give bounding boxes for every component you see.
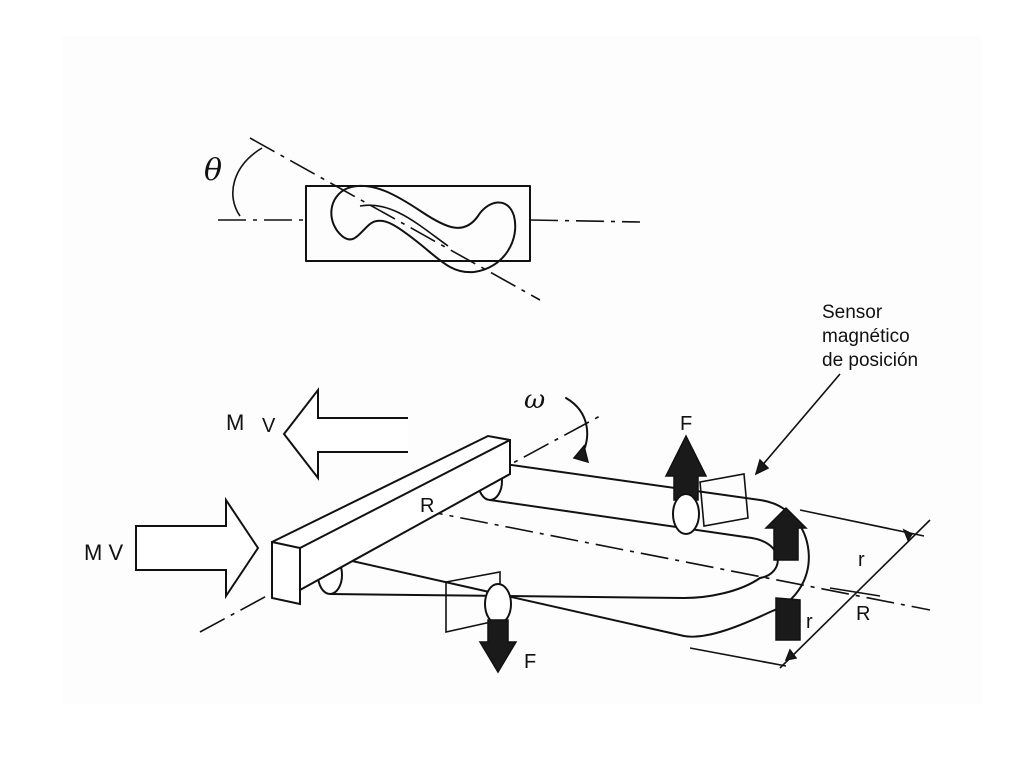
sensor-leader-line <box>759 373 841 469</box>
u-tube-upper-leg-inner <box>489 499 779 579</box>
force-top-label: F <box>680 413 692 435</box>
sensor-plate <box>699 473 749 527</box>
theta-label: θ <box>204 153 222 188</box>
force-up-tube-section <box>672 493 700 535</box>
radius-center-label: R <box>420 495 434 517</box>
sensor-label-line2: magnético <box>822 326 910 347</box>
force-down-tube-section <box>484 583 512 625</box>
omega-label: ω <box>524 385 545 415</box>
u-tube-lower-leg-inner <box>329 577 761 599</box>
dim-tick-middle <box>829 587 881 597</box>
sensor-label-line1: Sensor <box>822 302 883 323</box>
tube-frame-rect <box>305 185 531 262</box>
force-bottom-label: F <box>524 651 536 673</box>
omega-arrowhead <box>572 444 590 464</box>
rotation-axis-line <box>199 415 601 633</box>
twist-angle-inset: θ <box>204 137 641 301</box>
bend-up-arrow <box>764 506 808 641</box>
mass-flow-in-arrow: M V <box>84 496 260 600</box>
mass-flow-out-arrow: M V <box>226 387 408 481</box>
diagram-panel <box>62 36 982 704</box>
twisted-tube-outline <box>330 184 517 274</box>
radius-right-label: R <box>856 603 870 625</box>
force-up-arrow-shape <box>664 434 708 501</box>
mv-left-label: M V <box>84 540 123 565</box>
r-lower-label: r <box>806 611 813 633</box>
dimension-lines: r r R <box>689 509 931 669</box>
sensor-callout: Sensor magnético de posición <box>754 302 918 476</box>
mounting-flange <box>271 434 511 606</box>
bend-up-arrow-shape <box>764 506 808 561</box>
u-tube-center-axis <box>369 499 931 611</box>
dim-tick-top <box>799 509 925 537</box>
u-tube-assembly <box>199 415 931 638</box>
dim-arrow-bottom <box>784 648 798 662</box>
force-up-arrow: F <box>664 413 708 535</box>
angular-velocity-indicator: ω <box>524 385 590 464</box>
sensor-label-line3: de posición <box>822 350 918 371</box>
mass-flow-out-arrow-shape <box>282 387 408 481</box>
dim-arrow-top <box>902 528 914 542</box>
bend-down-stem <box>775 597 801 641</box>
dim-tick-bottom <box>689 647 787 667</box>
mv-top-v-label: V <box>262 415 276 437</box>
dim-line-main <box>779 519 931 669</box>
mass-flow-in-arrow-shape <box>135 496 260 600</box>
r-upper-label: r <box>858 549 865 571</box>
horizontal-axis-right <box>529 219 641 223</box>
twisted-tube-inner <box>359 204 449 247</box>
mv-top-m-label: M <box>226 410 244 435</box>
tilted-axis <box>249 137 541 301</box>
force-down-arrow: F <box>478 583 536 674</box>
sensor-leader-arrowhead <box>754 458 770 476</box>
angle-arc <box>232 147 263 217</box>
force-down-arrow-shape <box>478 619 518 674</box>
